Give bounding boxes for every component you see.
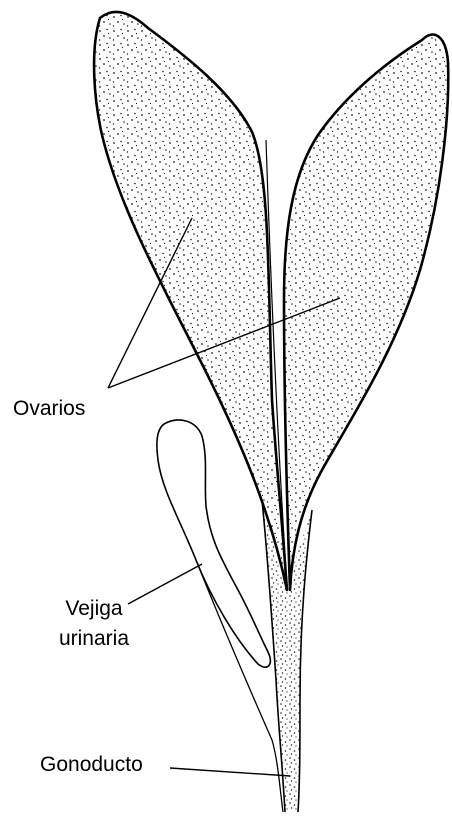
ovarios-label: Ovarios — [13, 396, 85, 422]
vejiga-label-line1: Vejiga — [38, 596, 150, 622]
right-ovary — [284, 35, 448, 590]
gonoducto-leader — [170, 768, 290, 776]
vejiga-label-line2: urinaria — [38, 626, 150, 652]
gonoducto-label: Gonoducto — [40, 752, 143, 778]
vejiga-urinaria-label: Vejiga urinaria — [38, 596, 150, 652]
